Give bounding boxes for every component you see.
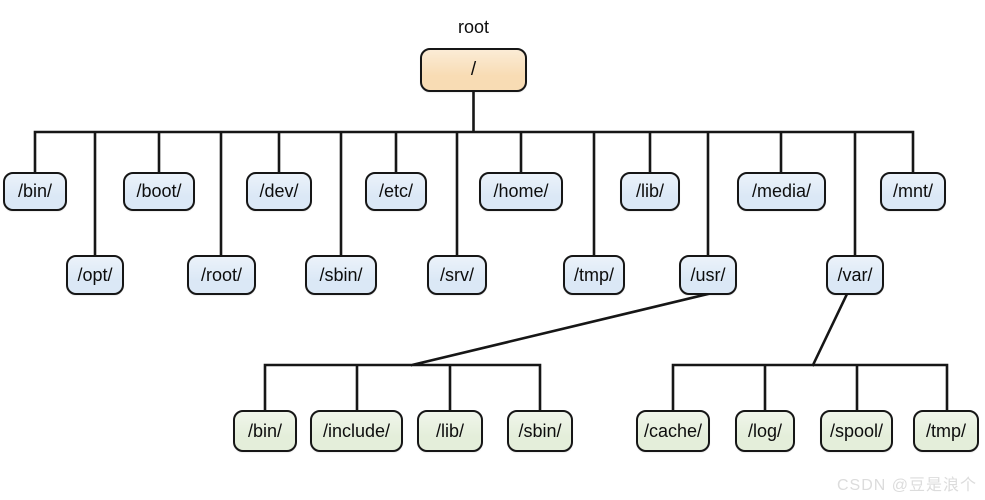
node-var-spool: /spool/ — [820, 410, 893, 452]
node-root-dir: /root/ — [187, 255, 256, 295]
node-home: /home/ — [479, 172, 563, 211]
node-usr: /usr/ — [679, 255, 737, 295]
node-usr-lib: /lib/ — [417, 410, 483, 452]
node-mnt: /mnt/ — [880, 172, 946, 211]
node-srv: /srv/ — [427, 255, 487, 295]
node-var-cache: /cache/ — [636, 410, 710, 452]
node-usr-sbin: /sbin/ — [507, 410, 573, 452]
node-var-tmp: /tmp/ — [913, 410, 979, 452]
node-var-log: /log/ — [735, 410, 795, 452]
node-tmp: /tmp/ — [563, 255, 625, 295]
node-media: /media/ — [737, 172, 826, 211]
node-opt: /opt/ — [66, 255, 124, 295]
root-caption: root — [457, 17, 490, 37]
node-var: /var/ — [826, 255, 884, 295]
watermark-text: CSDN @豆是浪个 — [836, 477, 977, 494]
node-root: / — [420, 48, 527, 92]
node-bin: /bin/ — [3, 172, 67, 211]
node-lib: /lib/ — [620, 172, 680, 211]
node-dev: /dev/ — [246, 172, 312, 211]
node-usr-bin: /bin/ — [233, 410, 297, 452]
node-boot: /boot/ — [123, 172, 195, 211]
node-usr-include: /include/ — [310, 410, 403, 452]
node-etc: /etc/ — [365, 172, 427, 211]
node-sbin: /sbin/ — [305, 255, 377, 295]
